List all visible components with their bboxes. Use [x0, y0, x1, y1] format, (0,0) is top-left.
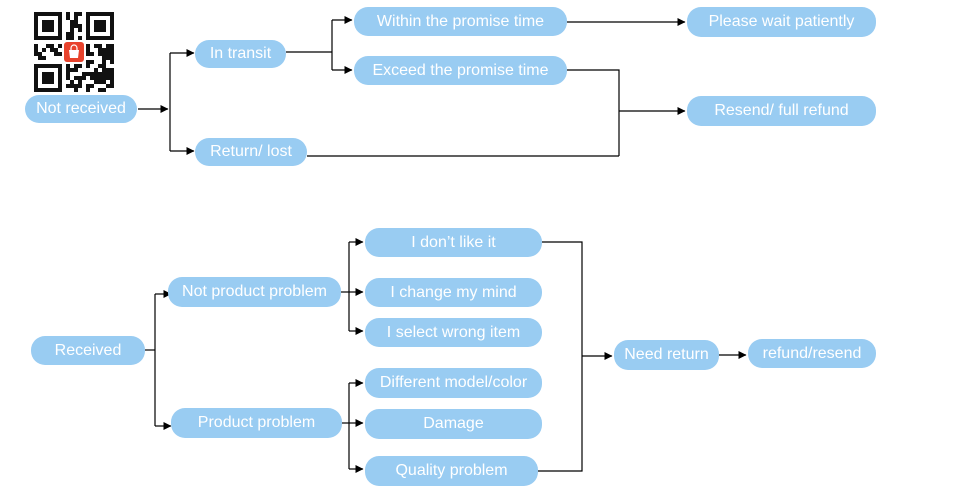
node-within-promise-time: Within the promise time	[354, 7, 567, 36]
node-dont-like-it: I don’t like it	[365, 228, 542, 257]
qr-code-icon	[34, 12, 114, 92]
node-not-product-problem: Not product problem	[168, 277, 341, 307]
node-change-my-mind: I change my mind	[365, 278, 542, 307]
node-product-problem: Product problem	[171, 408, 342, 438]
node-different-model-color: Different model/color	[365, 368, 542, 398]
node-need-return: Need return	[614, 340, 719, 370]
node-return-lost: Return/ lost	[195, 138, 307, 166]
node-received: Received	[31, 336, 145, 365]
node-quality-problem: Quality problem	[365, 456, 538, 486]
node-please-wait: Please wait patiently	[687, 7, 876, 37]
node-in-transit: In transit	[195, 40, 286, 68]
edge-exceed-out	[567, 69, 620, 156]
edge-dont-like-out	[538, 241, 583, 472]
shopping-bag-icon	[64, 42, 84, 62]
node-damage: Damage	[365, 409, 542, 439]
node-select-wrong-item: I select wrong item	[365, 318, 542, 347]
node-not-received: Not received	[25, 95, 137, 123]
node-exceed-promise-time: Exceed the promise time	[354, 56, 567, 85]
node-resend-full-refund: Resend/ full refund	[687, 96, 876, 126]
node-refund-resend: refund/resend	[748, 339, 876, 368]
